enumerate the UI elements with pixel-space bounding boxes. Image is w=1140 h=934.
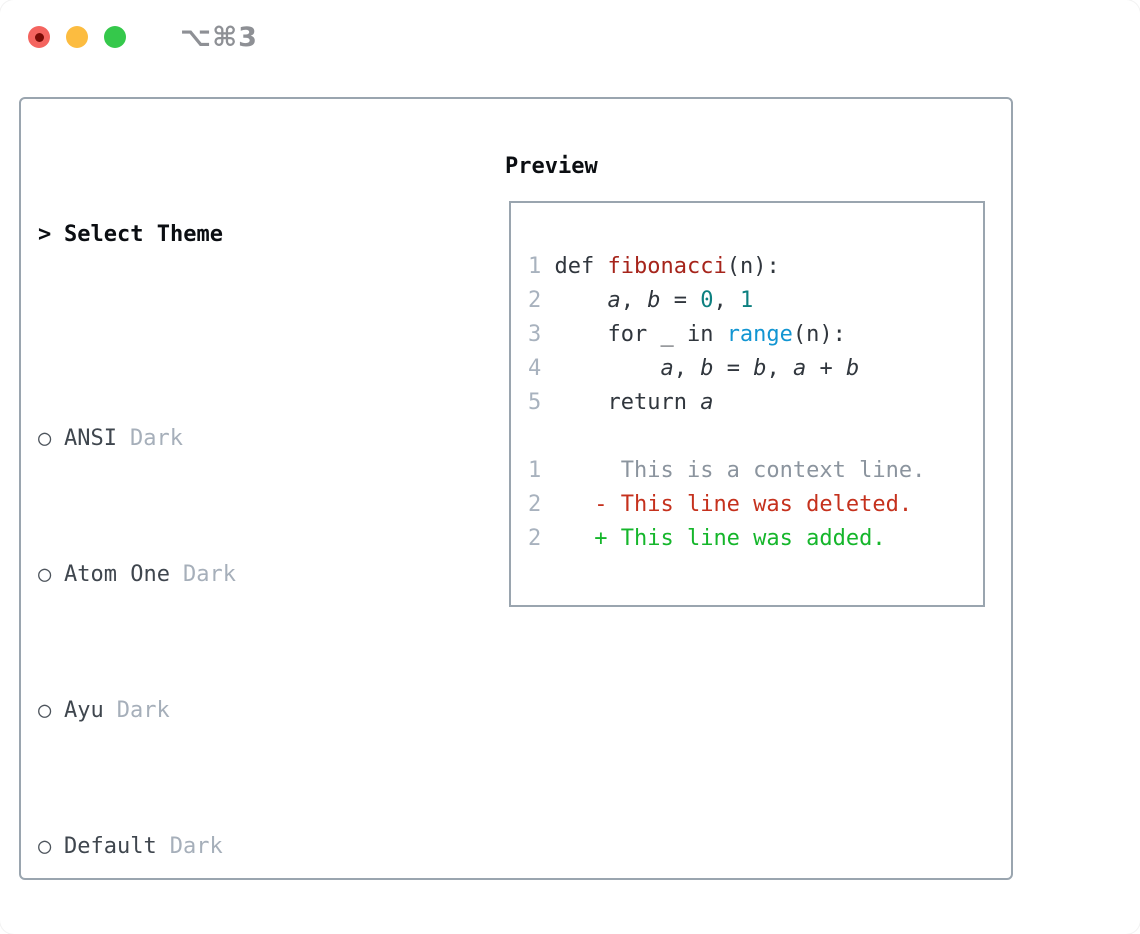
- code-token: def: [554, 254, 608, 279]
- code-token: for _ in: [554, 322, 727, 347]
- radio-icon: ○: [38, 426, 52, 451]
- line-number: 5: [528, 390, 555, 415]
- theme-item-default[interactable]: ○ Default Dark: [38, 830, 468, 864]
- code-token: +: [806, 356, 846, 381]
- code-token: ,: [673, 356, 701, 381]
- select-theme-header: > Select Theme: [38, 218, 468, 252]
- select-theme-title: Select Theme: [64, 222, 223, 247]
- diff-line-context: 1 This is a context line.: [528, 454, 925, 488]
- line-number: 2: [528, 526, 555, 551]
- diff-text: + This line was added.: [554, 526, 886, 551]
- theme-item-ansi[interactable]: ○ ANSI Dark: [38, 422, 468, 456]
- code-token: a: [607, 288, 621, 313]
- code-token: a: [700, 390, 714, 415]
- code-line: 3 for _ in range(n):: [528, 318, 925, 352]
- code-token: b: [753, 356, 767, 381]
- cursor-icon: >: [38, 222, 52, 247]
- code-token: range: [726, 322, 793, 347]
- code-token: b: [700, 356, 714, 381]
- diff-line-deleted: 2 - This line was deleted.: [528, 488, 925, 522]
- code-token: a: [660, 356, 674, 381]
- line-number: 3: [528, 322, 555, 347]
- code-token: ,: [713, 288, 740, 313]
- close-dot-icon: [34, 32, 44, 42]
- close-button[interactable]: [28, 26, 50, 48]
- theme-name: ANSI: [64, 426, 117, 451]
- zoom-button[interactable]: [104, 26, 126, 48]
- line-number: 2: [528, 492, 555, 517]
- code-token: 1: [739, 288, 754, 313]
- theme-item-ayu[interactable]: ○ Ayu Dark: [38, 694, 468, 728]
- code-line: 2 a, b = 0, 1: [528, 284, 925, 318]
- theme-name: Default: [64, 834, 157, 859]
- radio-icon: ○: [38, 834, 52, 859]
- line-number: 1: [528, 458, 555, 483]
- line-number: 1: [528, 254, 555, 279]
- radio-icon: ○: [38, 562, 52, 587]
- code-token: ,: [620, 288, 648, 313]
- theme-variant: Dark: [169, 834, 223, 859]
- code-token: b: [845, 356, 860, 381]
- code-token: fibonacci: [607, 254, 727, 279]
- blank-line: [528, 420, 925, 454]
- code-token: [555, 288, 608, 313]
- code-token: (n):: [792, 322, 846, 347]
- diff-text: This is a context line.: [554, 458, 926, 483]
- theme-variant: Dark: [116, 698, 170, 723]
- preview-title: Preview: [505, 154, 598, 179]
- code-token: b: [647, 288, 661, 313]
- code-token: [555, 356, 661, 381]
- code-token: ,: [766, 356, 793, 381]
- code-token: 0: [700, 288, 714, 313]
- code-token: a: [792, 356, 807, 381]
- theme-variant: Dark: [182, 562, 236, 587]
- diff-line-added: 2 + This line was added.: [528, 522, 925, 556]
- code-line: 4 a, b = b, a + b: [528, 352, 925, 386]
- theme-name: Ayu: [64, 698, 104, 723]
- diff-text: - This line was deleted.: [554, 492, 913, 517]
- minimize-button[interactable]: [66, 26, 88, 48]
- theme-item-atom-one[interactable]: ○ Atom One Dark: [38, 558, 468, 592]
- titlebar: ⌥⌘3: [28, 22, 258, 53]
- code-token: =: [660, 288, 701, 313]
- theme-name: Atom One: [64, 562, 170, 587]
- code-line: 1 def fibonacci(n):: [528, 250, 925, 284]
- code-token: =: [713, 356, 754, 381]
- window-title: ⌥⌘3: [180, 21, 258, 53]
- code-token: (n):: [726, 254, 780, 279]
- code-token: return: [554, 390, 701, 415]
- line-number: 2: [528, 288, 555, 313]
- code-line: 5 return a: [528, 386, 925, 420]
- radio-icon: ○: [38, 698, 52, 723]
- line-number: 4: [528, 356, 555, 381]
- theme-variant: Dark: [129, 426, 183, 451]
